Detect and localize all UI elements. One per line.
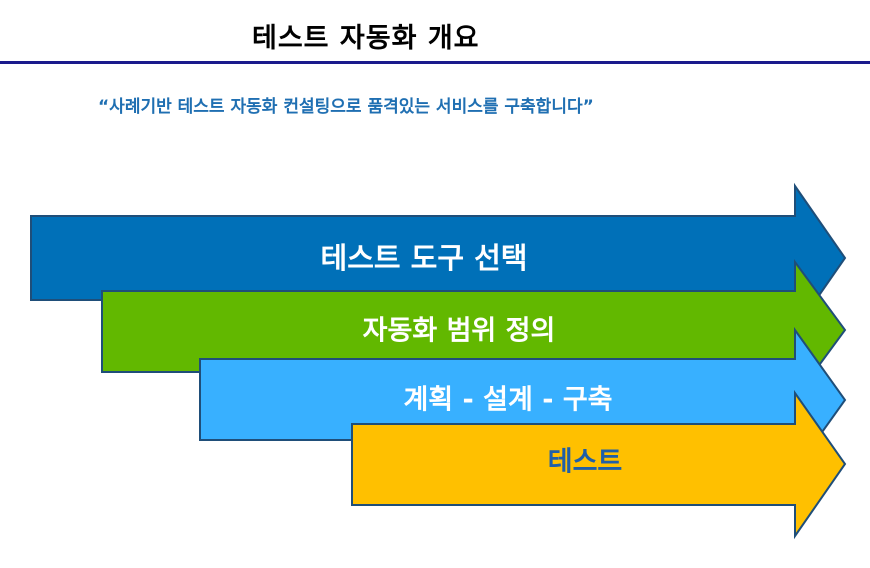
arrow-label-1: 테스트 도구 선택	[321, 241, 528, 275]
arrow-label-2: 자동화 범위 정의	[363, 316, 556, 347]
title-divider	[0, 61, 870, 64]
slide-subtitle: “사례기반 테스트 자동화 컨설팅으로 품격있는 서비스를 구축합니다”	[98, 97, 594, 117]
arrow-step-4: 테스트	[351, 389, 847, 540]
slide-title: 테스트 자동화 개요	[252, 23, 480, 54]
arrow-label-3: 계획 - 설계 - 구축	[403, 385, 612, 416]
arrow-label-4: 테스트	[548, 447, 623, 478]
arrow-shape-4	[351, 389, 847, 540]
